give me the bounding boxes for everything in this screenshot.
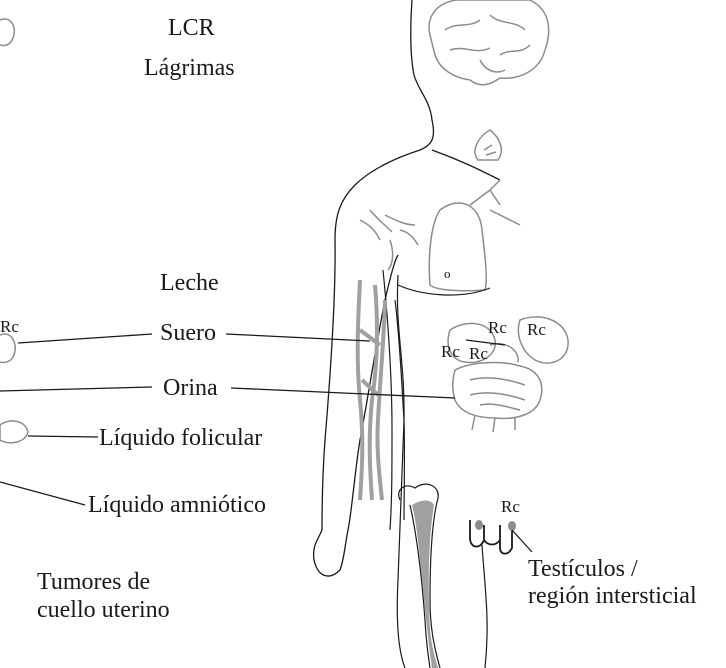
rc-marker-left: Rc (0, 317, 19, 337)
label-lagrimas: Lágrimas (144, 54, 235, 82)
rc-marker-kidney-1: Rc (488, 318, 507, 338)
label-tumores-line1: Tumores de (37, 568, 150, 596)
label-leche: Leche (160, 269, 219, 297)
shoulder-vessels (360, 210, 418, 270)
left-organ-top (0, 19, 14, 46)
leader-orina-left (0, 387, 152, 391)
label-tumores-line2: cuello uterino (37, 596, 170, 624)
label-testiculos-line2: región intersticial (528, 582, 697, 610)
rc-marker-testes: Rc (501, 497, 520, 517)
label-suero: Suero (160, 319, 216, 347)
brain-organ (429, 0, 549, 85)
femur-bone (399, 484, 440, 668)
arm-vessels (358, 280, 385, 500)
label-lcr: LCR (168, 14, 215, 42)
rc-marker-kidney-3: Rc (441, 342, 460, 362)
label-testiculos-line1: Testículos / (528, 555, 638, 583)
left-organ-ovary (0, 421, 28, 443)
leader-amniotico (0, 482, 85, 505)
leg-outline (482, 545, 487, 668)
leader-suero-left (18, 334, 152, 343)
intestine-organ (453, 363, 542, 432)
leader-testes (512, 530, 532, 552)
rc-marker-kidney-2: Rc (527, 320, 546, 340)
rc-marker-kidney-4: Rc (469, 344, 488, 364)
testes-organ (470, 520, 516, 554)
label-orina: Orina (163, 374, 218, 402)
label-liquido-folicular: Líquido folicular (99, 424, 262, 452)
label-liquido-amniotico: Líquido amniótico (88, 491, 266, 519)
leader-folicular (28, 436, 98, 437)
chest-dot-symbol: o (444, 264, 451, 284)
leader-suero-right (226, 334, 370, 341)
leader-orina-right (231, 388, 455, 398)
leader-lines (0, 334, 532, 552)
pituitary-organ (475, 130, 501, 160)
lung-organ (429, 180, 520, 291)
left-organ-mid (0, 334, 15, 362)
